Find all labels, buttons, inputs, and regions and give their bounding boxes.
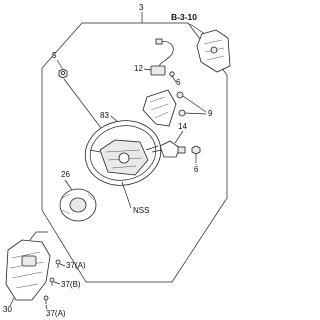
bolt-6-lower bbox=[191, 145, 201, 163]
leader-9b bbox=[184, 112, 207, 115]
callout-37a-lower: 37(A) bbox=[46, 309, 66, 318]
leader-83 bbox=[110, 115, 119, 123]
ring-26 bbox=[59, 188, 97, 222]
leader-6-upper bbox=[171, 75, 177, 83]
screw-6-upper bbox=[169, 71, 175, 77]
leader-5 bbox=[56, 59, 63, 69]
callout-37a-upper: 37(A) bbox=[66, 261, 86, 270]
callout-14: 14 bbox=[178, 122, 187, 131]
switch-9 bbox=[142, 89, 186, 127]
part-14 bbox=[151, 140, 186, 158]
steering-wheel bbox=[84, 120, 162, 186]
callout-5: 5 bbox=[52, 51, 57, 60]
callout-30: 30 bbox=[3, 305, 12, 314]
leader-30 bbox=[9, 297, 15, 307]
callout-6-upper: 6 bbox=[176, 78, 181, 87]
leader-14 bbox=[174, 130, 184, 144]
exploded-view-drawing: 3 B-3-10 5 12 6 9 83 bbox=[3, 3, 231, 318]
harness-12 bbox=[150, 38, 174, 76]
leader-37a-lower bbox=[45, 304, 48, 310]
reference-label: B-3-10 bbox=[171, 12, 197, 22]
leader-nss bbox=[121, 181, 132, 209]
callout-83: 83 bbox=[100, 111, 109, 120]
leader-26 bbox=[64, 179, 73, 191]
horn-pad-cover bbox=[196, 29, 231, 73]
leader-37a-upper bbox=[59, 263, 66, 267]
callout-9: 9 bbox=[208, 109, 213, 118]
nut-5 bbox=[58, 68, 68, 79]
callout-nss: NSS bbox=[133, 206, 149, 215]
leader-37b bbox=[53, 281, 61, 285]
parts-diagram: 3 B-3-10 5 12 6 9 83 bbox=[3, 3, 231, 318]
column-cover-30 bbox=[5, 231, 51, 301]
leader-12 bbox=[143, 68, 152, 71]
screws-37 bbox=[43, 259, 61, 304]
callout-12: 12 bbox=[134, 64, 143, 73]
leader-9a bbox=[182, 95, 207, 113]
callout-26: 26 bbox=[61, 170, 70, 179]
callout-6-lower: 6 bbox=[194, 165, 199, 174]
callout-37b: 37(B) bbox=[61, 280, 81, 289]
callout-3: 3 bbox=[139, 3, 144, 12]
